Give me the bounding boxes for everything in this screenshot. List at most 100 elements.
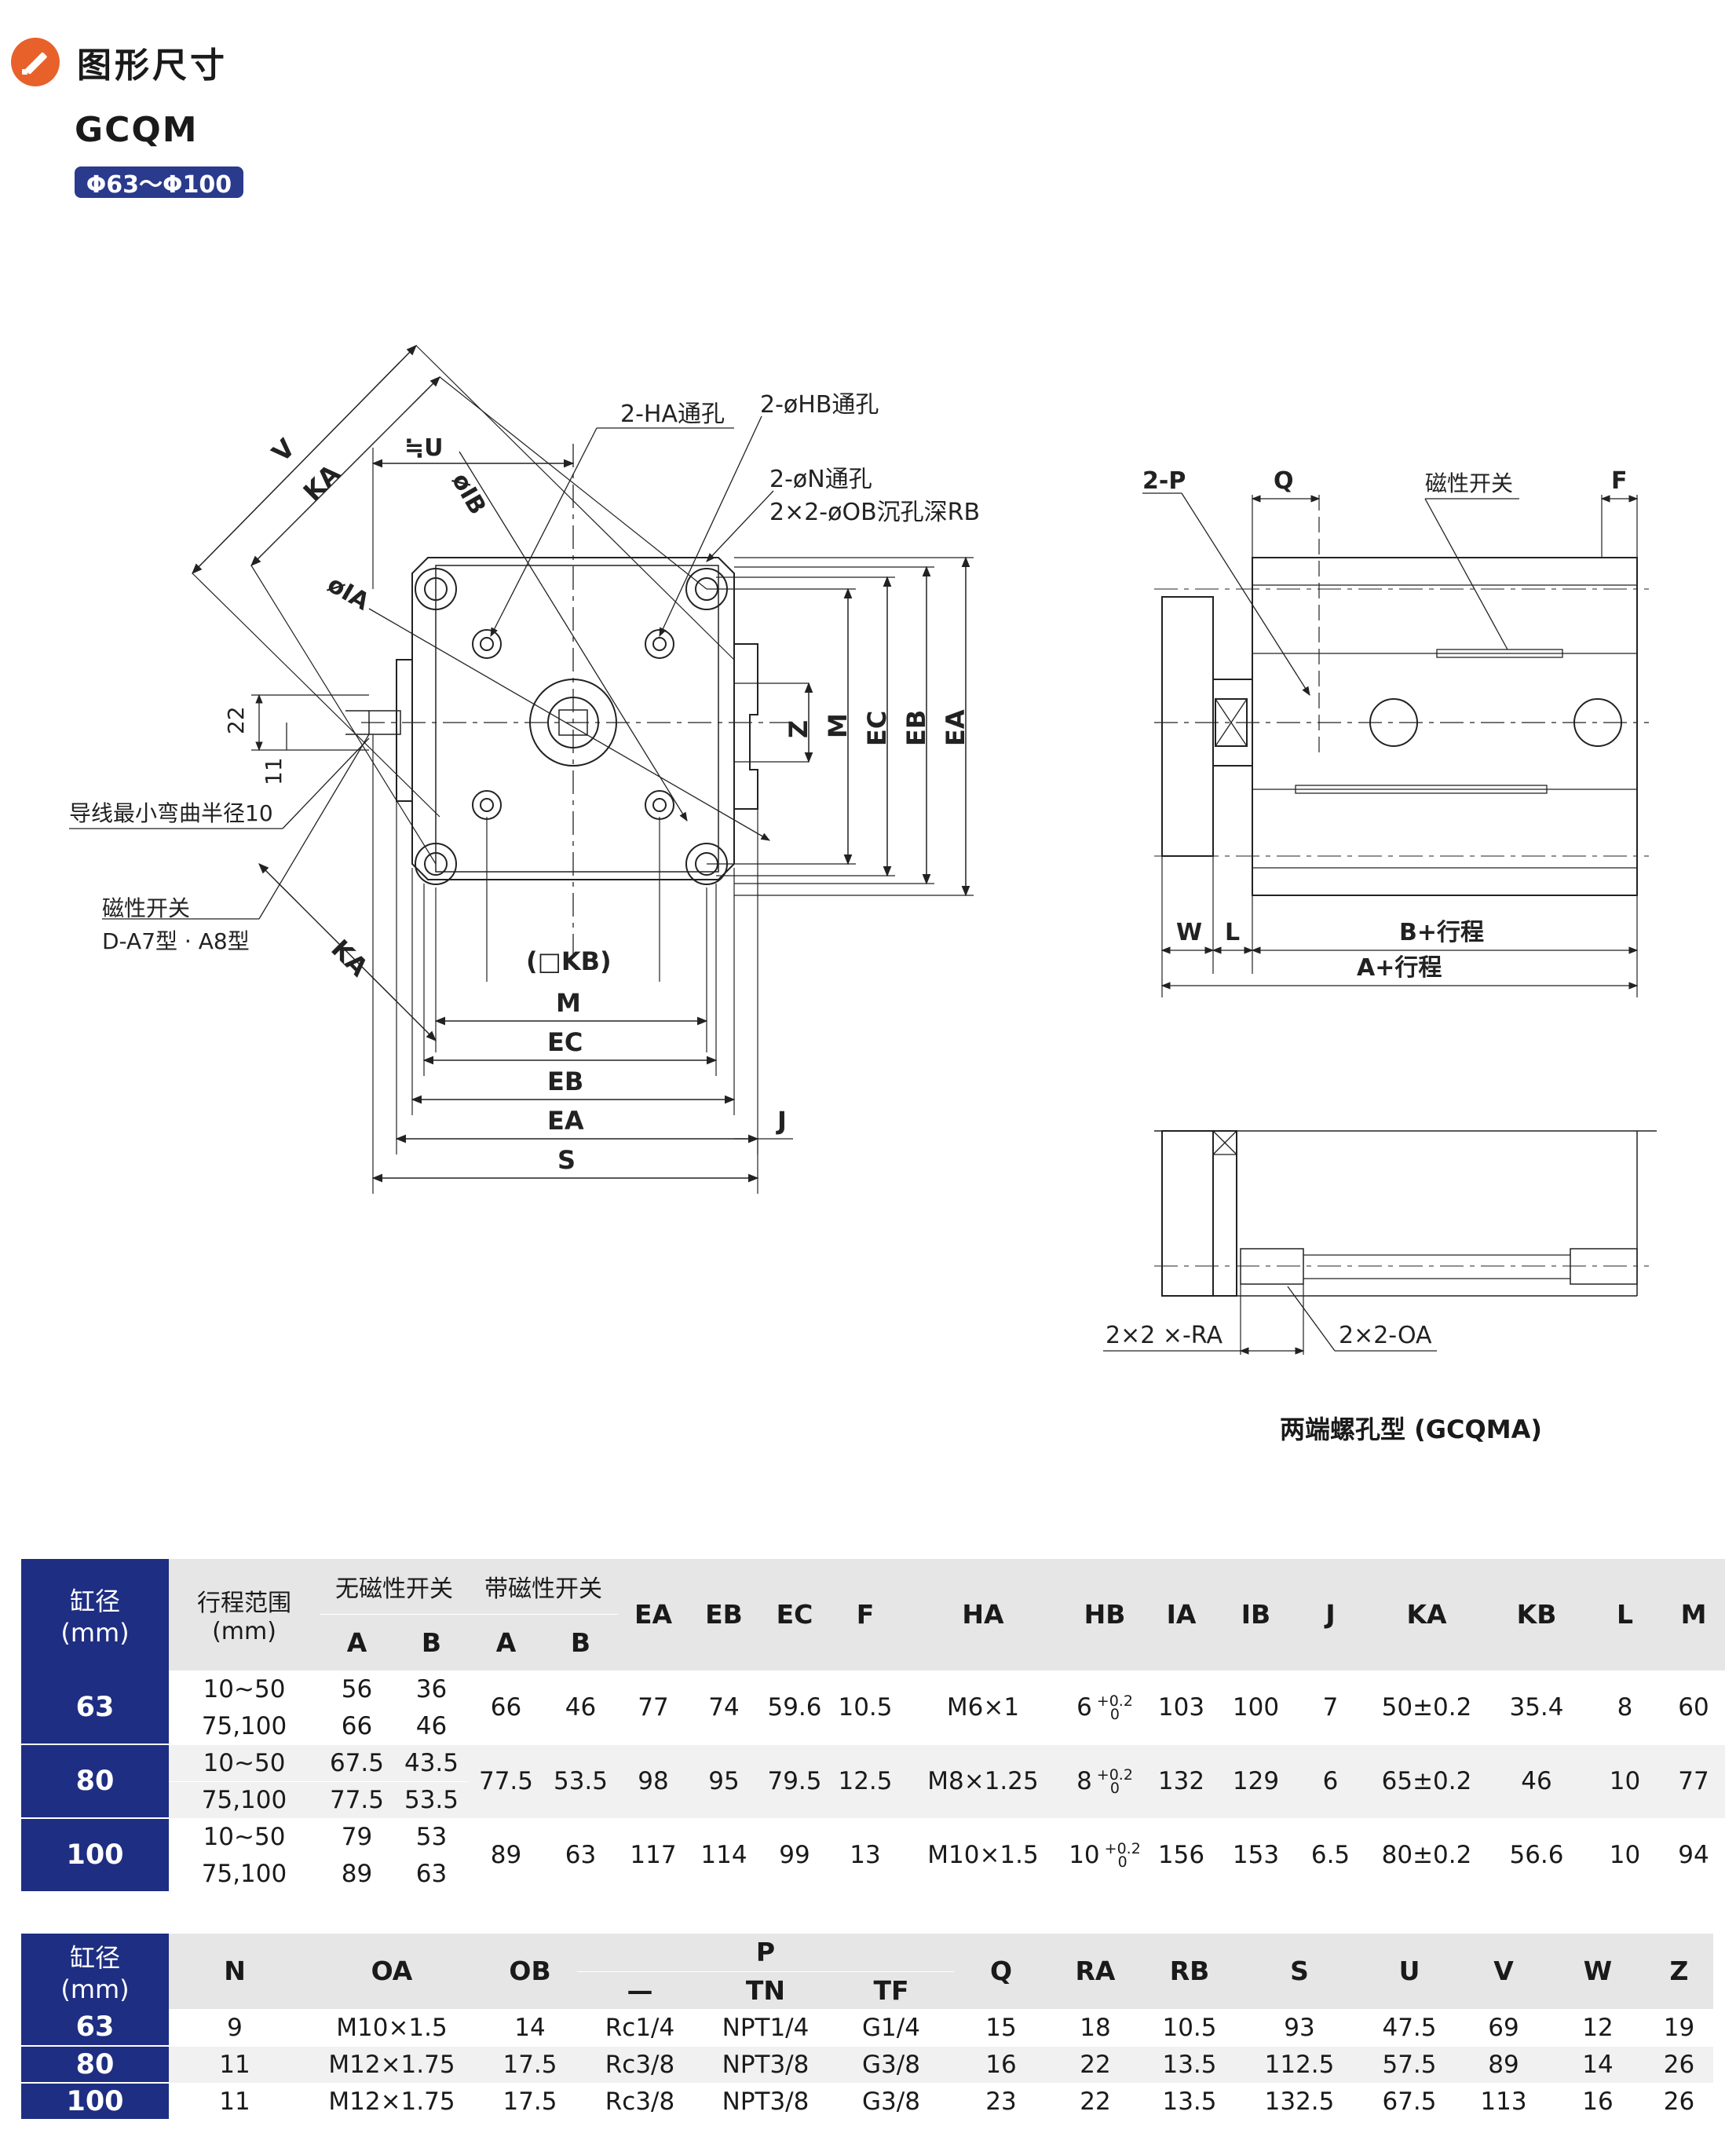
value-cell-j: 7	[1293, 1670, 1368, 1745]
dim-ea-h-label: EA	[547, 1106, 584, 1136]
dim-m-h-label: M	[556, 988, 581, 1018]
value-cell-m: 60	[1662, 1670, 1725, 1745]
value-cell: 66	[469, 1670, 543, 1745]
dim-l-label: L	[1225, 919, 1240, 946]
value-cell-v: 89	[1456, 2046, 1551, 2084]
value-cell-oa: M10×1.5	[301, 2009, 483, 2047]
dim-ka-label-bottom: KA	[325, 934, 374, 983]
section-title: 图形尺寸	[77, 46, 228, 86]
switch-type-label: D-A7型 · A8型	[102, 928, 250, 954]
side-switch-label: 磁性开关	[1425, 470, 1513, 496]
a-cell: 77.5	[320, 1781, 394, 1819]
col-p: P	[577, 1934, 954, 1972]
value-cell-z: 26	[1645, 2083, 1713, 2121]
dim-f-label: F	[1611, 467, 1628, 495]
front-view: V KA ≒U øIB øIA 2-HA通孔 2-øHB通孔 2-øN通孔 2×…	[69, 345, 980, 1194]
value-cell-eb: 114	[689, 1818, 759, 1893]
a-cell: 67.5	[320, 1744, 394, 1782]
ra-label: 2×2 ×-RA	[1106, 1322, 1223, 1349]
col-ea: EA	[618, 1559, 689, 1671]
col-ka: KA	[1368, 1559, 1486, 1671]
value-cell-ha: M6×1	[901, 1670, 1065, 1745]
b-cell: 63	[394, 1855, 469, 1893]
value-cell-s: 93	[1237, 2009, 1362, 2047]
value-cell-kb: 46	[1486, 1744, 1588, 1819]
dim-ia-label: øIA	[323, 571, 375, 617]
dim-v-label: V	[266, 433, 302, 468]
wire-bend-label: 导线最小弯曲半径10	[69, 800, 273, 826]
side-view: 2-P Q 磁性开关 F W L B+行程 A+行程	[1142, 467, 1649, 997]
value-cell-j: 6.5	[1293, 1818, 1368, 1893]
ob-hole-label: 2×2-øOB沉孔深RB	[769, 499, 980, 526]
value-cell-ea: 77	[618, 1670, 689, 1745]
value-cell-s: 132.5	[1237, 2083, 1362, 2121]
dim-11-label: 11	[261, 757, 287, 785]
value-cell-ob: 17.5	[483, 2046, 577, 2084]
value-cell-p: Rc3/8	[577, 2046, 703, 2084]
value-cell-q: 16	[954, 2046, 1048, 2084]
value-cell-rb: 10.5	[1142, 2009, 1237, 2047]
col-rb: RB	[1142, 1934, 1237, 2010]
sub-col-3: B	[543, 1614, 618, 1671]
value-cell-ib: 100	[1219, 1670, 1293, 1745]
value-cell-w: 14	[1551, 2046, 1645, 2084]
no-switch-header: 无磁性开关	[320, 1559, 469, 1615]
col-m: M	[1662, 1559, 1725, 1671]
p-sub-col-1: TN	[703, 1971, 828, 2010]
dim-j-label: J	[776, 1106, 787, 1136]
bore-header-2: 缸径(mm)	[21, 1934, 169, 2009]
value-cell-p: Rc1/4	[577, 2009, 703, 2047]
a-cell: 79	[320, 1818, 394, 1856]
b-cell: 46	[394, 1707, 469, 1745]
dim-ib-label: øIB	[446, 469, 492, 520]
port-p-label: 2-P	[1142, 467, 1186, 495]
dim-ec-h-label: EC	[547, 1027, 583, 1057]
value-cell-w: 12	[1551, 2009, 1645, 2047]
col-ec: EC	[759, 1559, 830, 1671]
sub-col-0: A	[320, 1614, 394, 1671]
value-cell: 63	[543, 1818, 618, 1893]
value-cell-ea: 98	[618, 1744, 689, 1819]
b-cell: 53	[394, 1818, 469, 1856]
col-u: U	[1362, 1934, 1456, 2010]
dim-m-v-label: M	[823, 713, 853, 738]
value-cell-ob: 14	[483, 2009, 577, 2047]
dim-eb-h-label: EB	[547, 1067, 583, 1096]
b-cell: 53.5	[394, 1781, 469, 1819]
col-ha: HA	[901, 1559, 1065, 1671]
col-ib: IB	[1219, 1559, 1293, 1671]
dim-u-label: ≒U	[404, 434, 444, 462]
size-range-badge: Φ63～Φ100	[75, 166, 243, 199]
value-cell-m: 94	[1662, 1818, 1725, 1893]
value-cell-ra: 22	[1048, 2046, 1142, 2084]
value-cell-eb: 74	[689, 1670, 759, 1745]
dim-eb-v-label: EB	[901, 710, 931, 746]
value-cell-ib: 153	[1219, 1818, 1293, 1893]
value-cell: 46	[543, 1670, 618, 1745]
stroke-header: 行程范围(mm)	[169, 1559, 320, 1671]
stroke-cell: 10~50	[169, 1744, 320, 1782]
a-cell: 56	[320, 1670, 394, 1708]
col-f: F	[830, 1559, 901, 1671]
mount-hole-tl	[415, 568, 457, 610]
value-cell-kb: 56.6	[1486, 1818, 1588, 1893]
value-cell-tn: NPT3/8	[703, 2083, 828, 2121]
value-cell-ib: 129	[1219, 1744, 1293, 1819]
pencil-icon	[11, 38, 60, 86]
value-cell-n: 11	[169, 2046, 301, 2084]
value-cell-ka: 80±0.2	[1368, 1818, 1486, 1893]
value-cell-ec: 79.5	[759, 1744, 830, 1819]
value-cell-n: 11	[169, 2083, 301, 2121]
stroke-cell: 75,100	[169, 1707, 320, 1745]
value-cell-rb: 13.5	[1142, 2083, 1237, 2121]
dim-s-label: S	[557, 1145, 576, 1175]
value-cell-ia: 156	[1144, 1818, 1219, 1893]
col-j: J	[1293, 1559, 1368, 1671]
